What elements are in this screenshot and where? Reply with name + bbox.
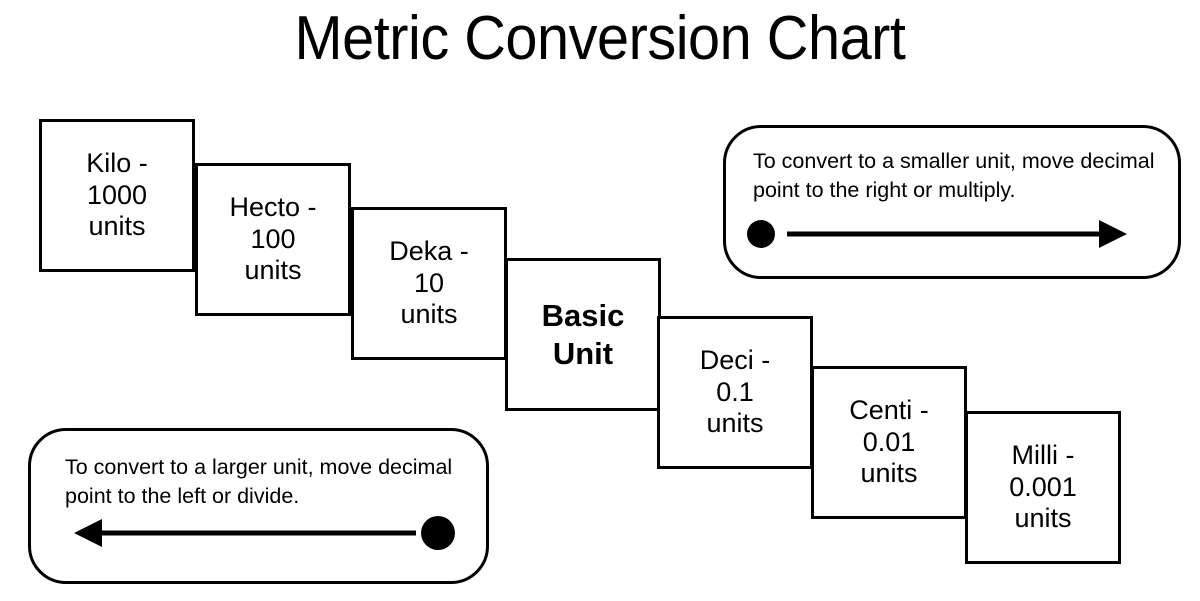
callout-convert-to-larger-unit: To convert to a larger unit, move decima… [28, 428, 489, 584]
step-box-deka: Deka - 10 units [351, 207, 507, 360]
step-label-milli: Milli - 0.001 units [1009, 440, 1077, 534]
arrow-left-icon [74, 516, 455, 550]
step-box-kilo: Kilo - 1000 units [39, 119, 195, 272]
step-label-hecto: Hecto - 100 units [229, 192, 317, 286]
callout-smaller-text: To convert to a smaller unit, move decim… [753, 149, 1155, 202]
step-label-deka: Deka - 10 units [389, 236, 469, 330]
callout-convert-to-smaller-unit: To convert to a smaller unit, move decim… [723, 125, 1181, 279]
callout-larger-text: To convert to a larger unit, move decima… [65, 455, 453, 508]
step-box-hecto: Hecto - 100 units [195, 163, 351, 316]
arrow-right-icon [747, 220, 1127, 248]
step-box-centi: Centi - 0.01 units [811, 366, 967, 519]
page-title: Metric Conversion Chart [294, 4, 906, 73]
step-box-deci: Deci - 0.1 units [657, 316, 813, 469]
step-box-basic-unit: Basic Unit [505, 258, 661, 411]
step-label-deci: Deci - 0.1 units [699, 345, 771, 439]
step-box-milli: Milli - 0.001 units [965, 411, 1121, 564]
step-label-basic-unit: Basic Unit [541, 298, 625, 371]
step-label-kilo: Kilo - 1000 units [86, 148, 148, 242]
step-label-centi: Centi - 0.01 units [849, 395, 929, 489]
